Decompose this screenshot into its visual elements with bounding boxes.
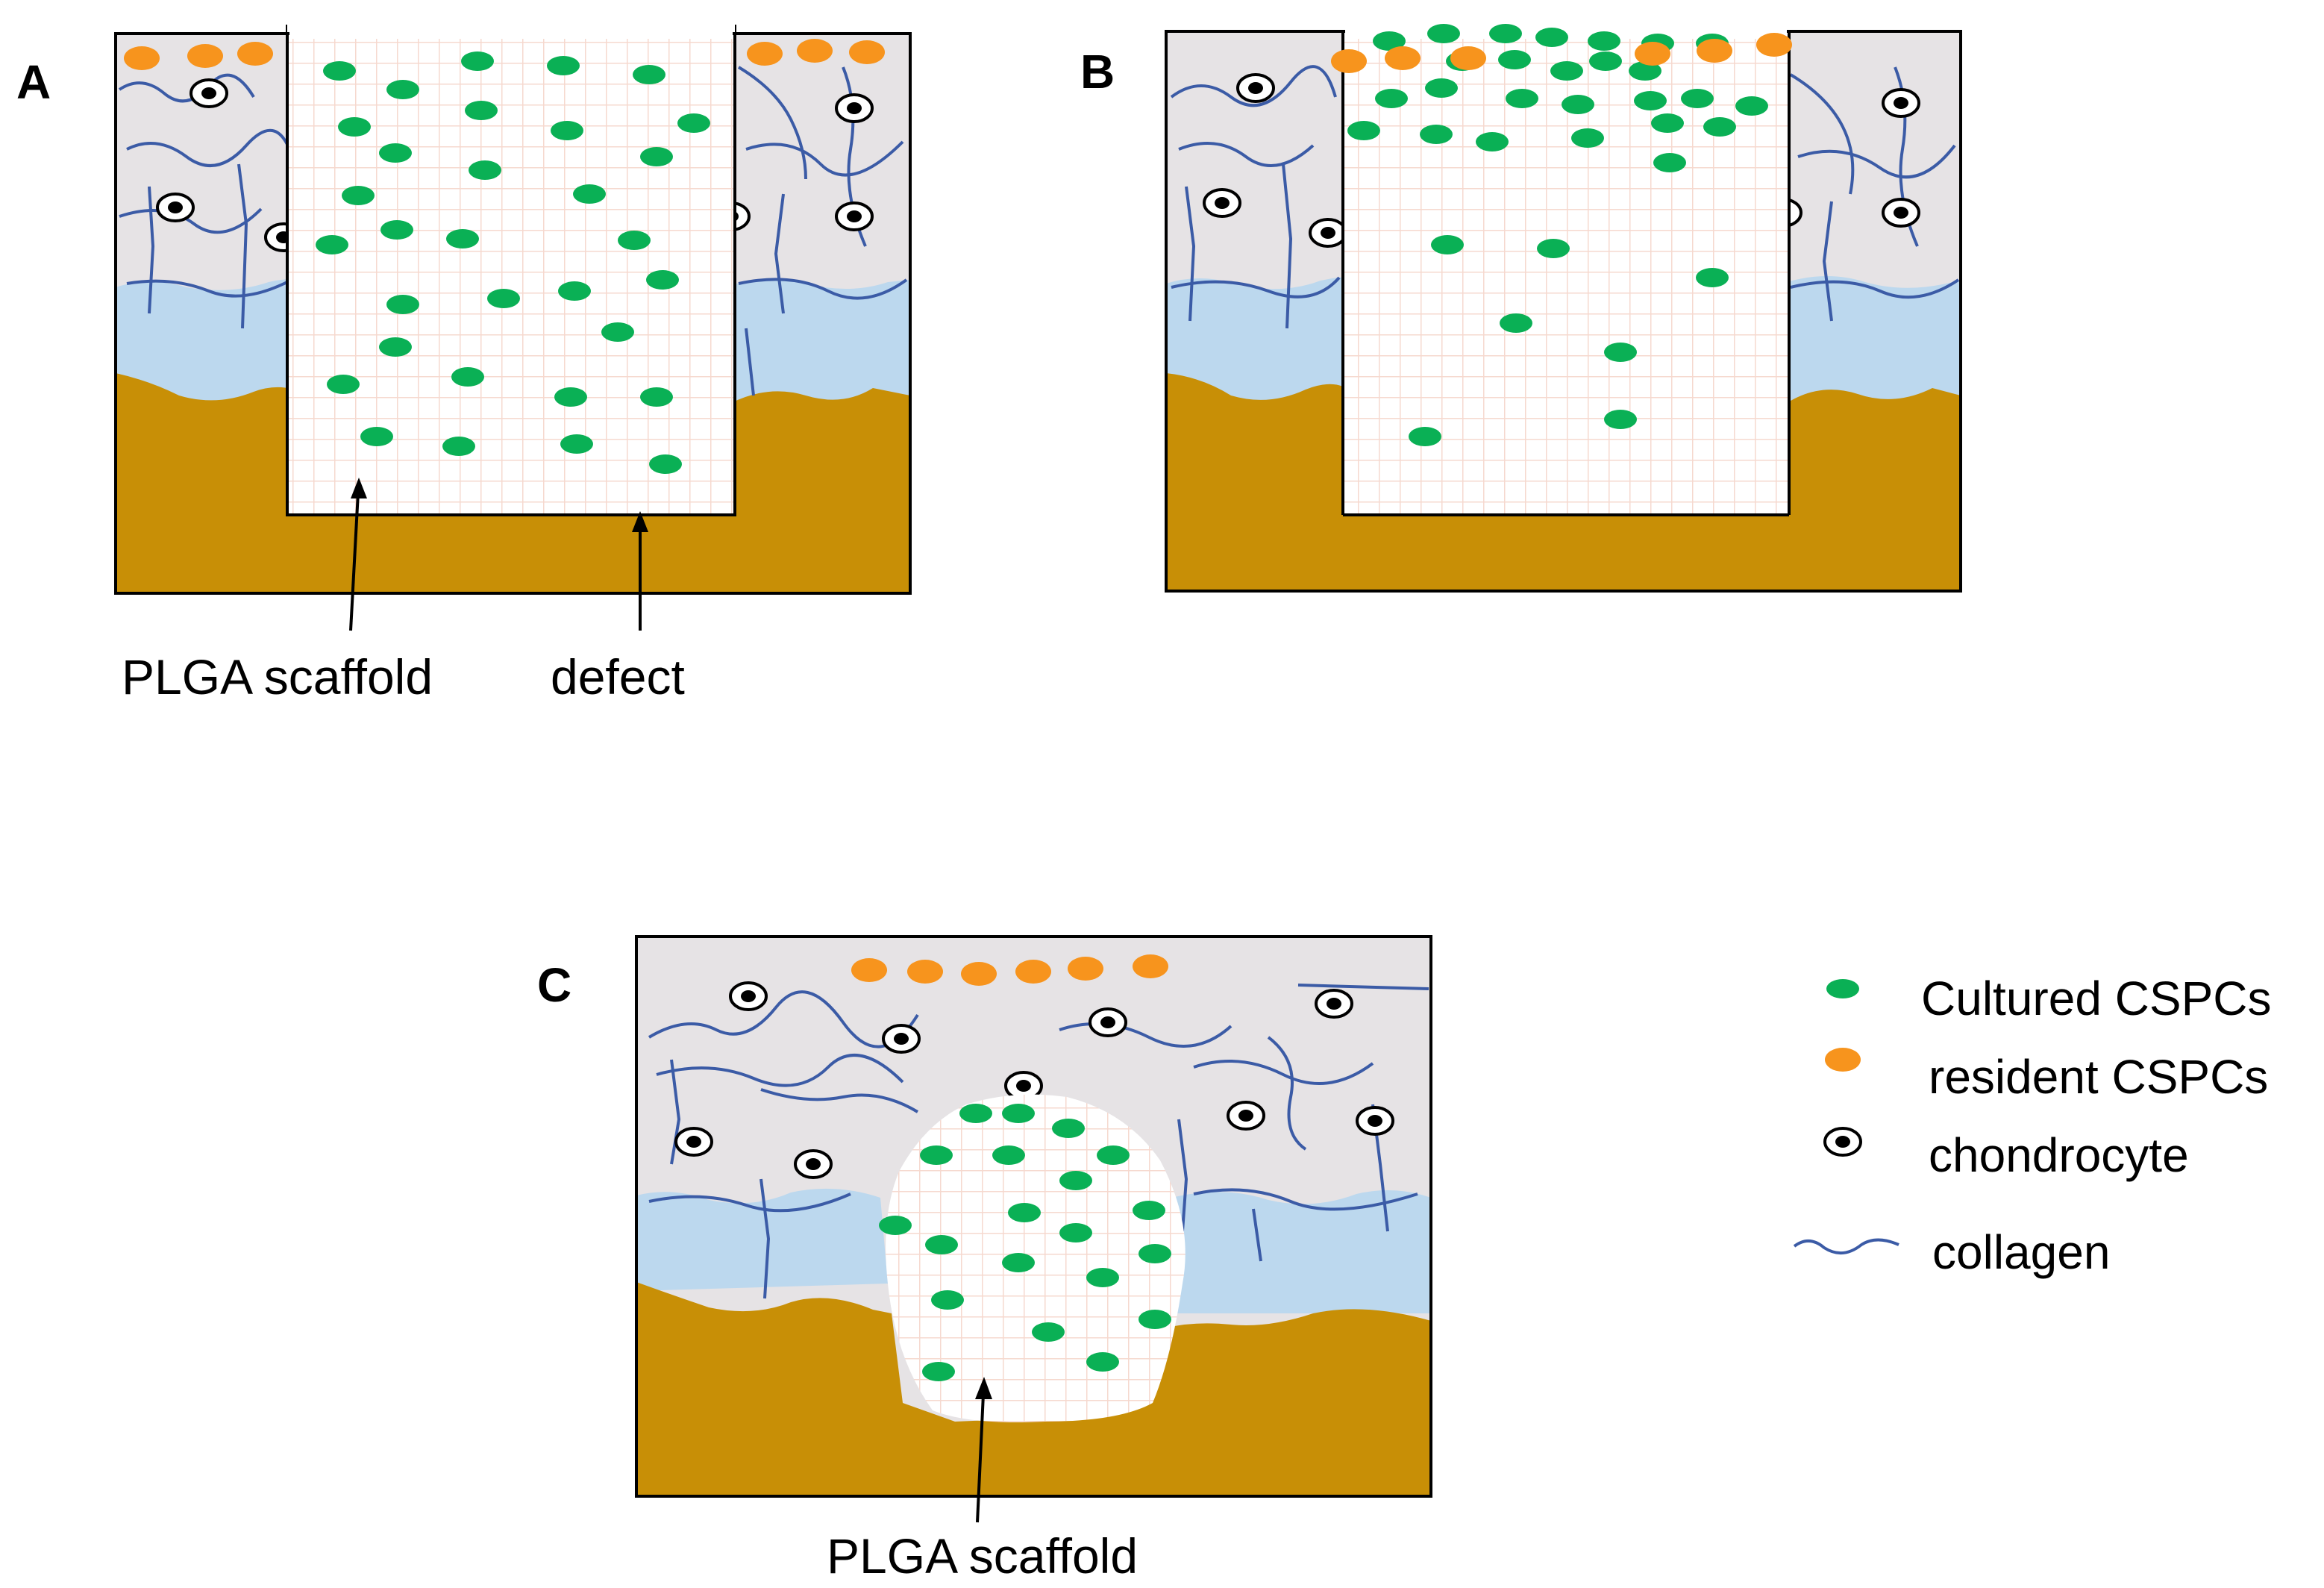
panel-c-letter: C xyxy=(537,958,571,1012)
panel-a-letter: A xyxy=(16,55,51,109)
panel-b-letter: B xyxy=(1080,45,1115,99)
collagen-icon xyxy=(1793,1238,1899,1254)
scaffold-grid-c xyxy=(886,1094,1186,1422)
scaffold-label: PLGA scaffold xyxy=(122,649,433,704)
scaffold-grid xyxy=(286,25,736,516)
cultured-cspcs xyxy=(316,51,710,474)
legend-cultured: Cultured CSPCs xyxy=(1921,972,2272,1025)
legend-collagen: collagen xyxy=(1932,1225,2110,1279)
chondrocyte-icon xyxy=(1823,1127,1862,1157)
resident-cspc-swatch xyxy=(1825,1048,1861,1072)
legend: Cultured CSPCs resident CSPCs chondrocyt… xyxy=(1793,972,2272,1279)
bone-layer xyxy=(116,373,313,593)
scaffold-label-c: PLGA scaffold xyxy=(827,1528,1138,1584)
panel-a: A PLGA scaffold defect xyxy=(16,22,912,704)
legend-chondrocyte: chondrocyte xyxy=(1929,1128,2189,1182)
resident-cspcs xyxy=(124,39,885,70)
legend-resident: resident CSPCs xyxy=(1929,1050,2268,1104)
bone-layer-c xyxy=(636,1282,1431,1496)
panel-c: C PLGA scaffold xyxy=(537,935,1432,1584)
panel-b: B xyxy=(1080,22,1962,593)
scaffold-arrow xyxy=(349,478,648,631)
defect-label: defect xyxy=(551,649,685,704)
cultured-cspc-swatch xyxy=(1826,979,1859,998)
